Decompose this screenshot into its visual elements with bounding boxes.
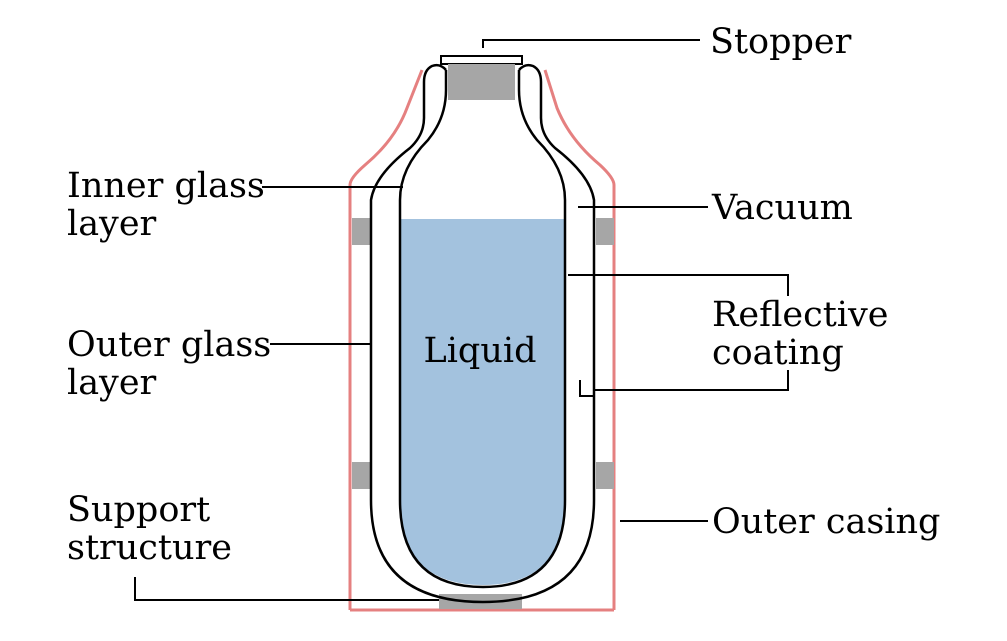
stopper-cap — [440, 55, 523, 65]
inner-glass-label-line1: Inner glass — [67, 166, 265, 206]
support-block-left-top — [352, 218, 370, 245]
support-label-line1: Support — [67, 490, 210, 530]
outer-glass-label-line2: layer — [67, 363, 157, 403]
reflective-label-line1: Reflective — [712, 295, 888, 335]
support-leader — [134, 577, 439, 601]
stopper-leader — [482, 39, 700, 48]
reflective-leader-bottom — [579, 370, 789, 397]
stopper-body — [448, 64, 515, 100]
inner-glass-label-line2: layer — [67, 204, 157, 244]
inner-glass-wall — [398, 70, 567, 589]
outer-casing-shape — [348, 69, 616, 612]
support-block-right-top — [596, 218, 614, 245]
support-block-right-bottom — [596, 462, 614, 489]
outer-glass-wall — [369, 63, 596, 604]
outer-casing-label: Outer casing — [712, 502, 940, 542]
reflective-label-line2: coating — [712, 333, 844, 373]
stopper-label: Stopper — [710, 22, 852, 62]
support-block-left-bottom — [352, 462, 370, 489]
support-label-line2: structure — [67, 528, 232, 568]
reflective-leader-top — [568, 274, 789, 296]
vacuum-label: Vacuum — [711, 188, 853, 228]
liquid-fill — [400, 219, 565, 585]
liquid-label: Liquid — [424, 331, 537, 371]
outer-glass-label-line1: Outer glass — [67, 325, 271, 365]
